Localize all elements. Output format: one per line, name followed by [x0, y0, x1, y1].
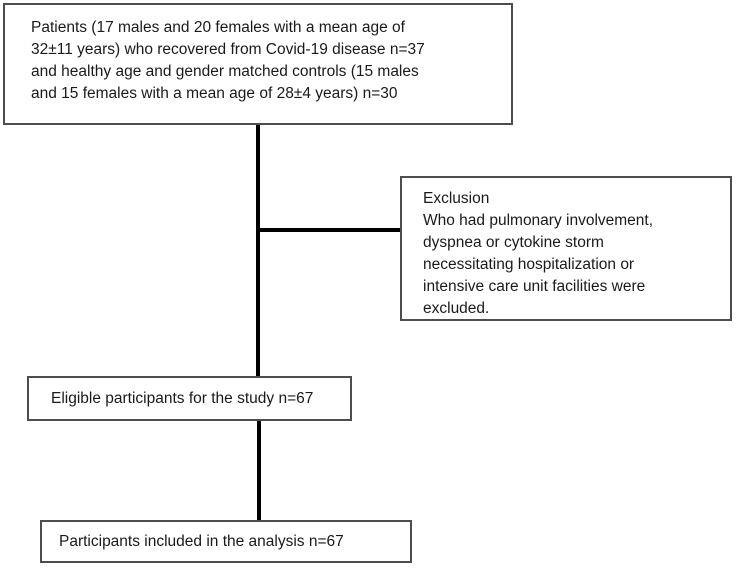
analysis-box: Participants included in the analysis n=… [40, 520, 412, 563]
enrollment-text: Patients (17 males and 20 females with a… [31, 19, 425, 102]
connector-eligible-to-analysis [257, 421, 261, 520]
analysis-text: Participants included in the analysis n=… [59, 532, 344, 550]
eligible-text: Eligible participants for the study n=67 [51, 389, 314, 407]
exclusion-text: Exclusion Who had pulmonary involvement,… [423, 190, 654, 317]
exclusion-box: Exclusion Who had pulmonary involvement,… [400, 176, 732, 321]
connector-branch-to-exclusion [258, 228, 400, 232]
enrollment-box: Patients (17 males and 20 females with a… [3, 3, 513, 125]
eligible-box: Eligible participants for the study n=67 [27, 376, 352, 421]
connector-enrollment-to-eligible [256, 125, 260, 376]
